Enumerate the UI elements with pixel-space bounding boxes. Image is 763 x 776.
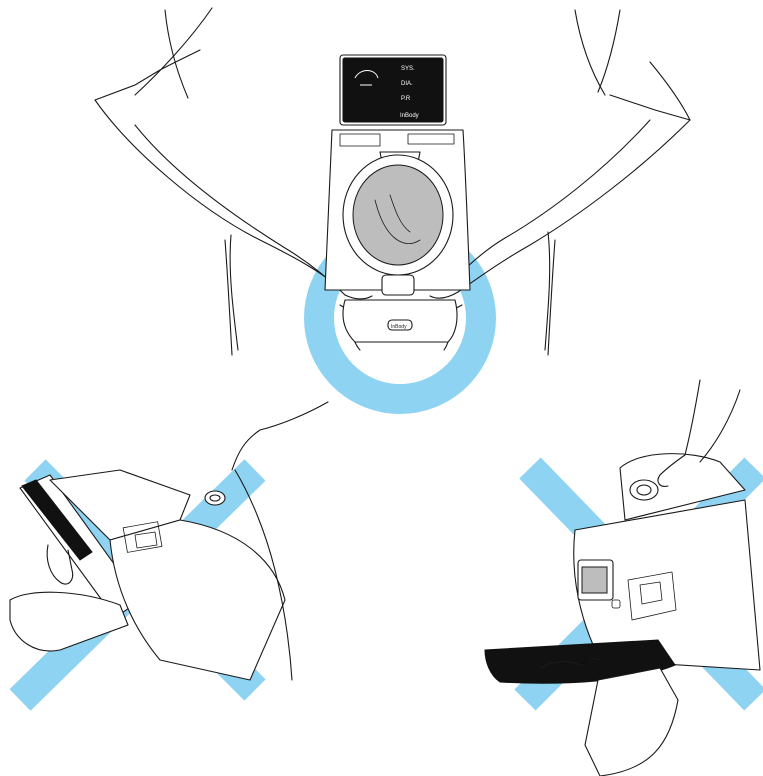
lifted-device xyxy=(484,453,761,776)
holding-hand-right xyxy=(657,379,741,487)
display-brand: InBody xyxy=(400,113,419,119)
tilted-device xyxy=(9,469,286,681)
display-sys-label: SYS. xyxy=(401,66,415,72)
panel-wrong-carry-tilted xyxy=(9,401,329,711)
device-display: SYS. DIA. P.R InBody xyxy=(339,54,447,126)
blood-pressure-device: InBody xyxy=(324,129,471,343)
left-arm xyxy=(94,7,376,351)
display-pulse-label: P.R xyxy=(401,96,411,102)
panel-wrong-carry-by-handle xyxy=(484,379,763,776)
device-front-button xyxy=(387,319,413,331)
holding-hand-left xyxy=(46,401,329,681)
display-dia-label: DIA. xyxy=(401,81,413,87)
panel-correct-carry: SYS. DIA. P.R InBody InBody xyxy=(94,7,691,414)
device-button-label: InBody xyxy=(391,324,407,330)
right-arm xyxy=(426,9,691,351)
